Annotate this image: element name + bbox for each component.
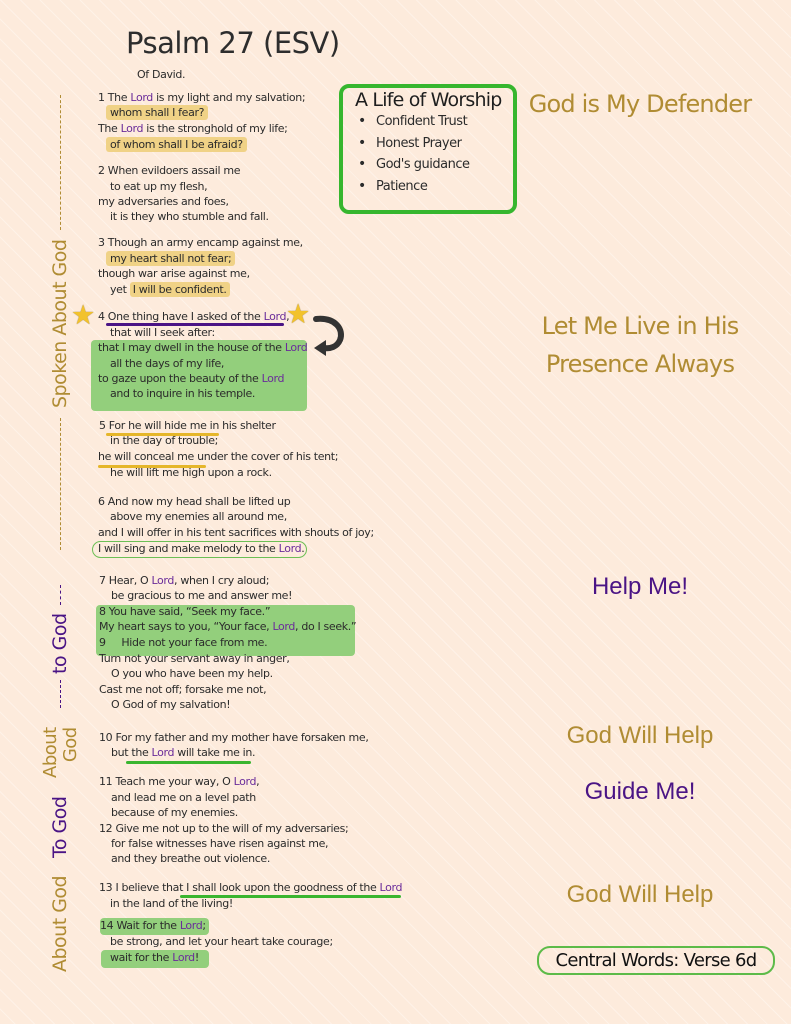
side-label-to-god-dashed: to God — [49, 613, 71, 674]
verse-2-line-b: to eat up my flesh, — [110, 180, 208, 193]
highlight-gold: of whom shall I be afraid? — [106, 137, 247, 152]
side-label-to-god: To God — [49, 796, 71, 858]
side-label-about-god: About God — [49, 875, 71, 972]
verse-12-line-c: and they breathe out violence. — [111, 852, 270, 865]
label-god-will-help-1: God Will Help — [566, 722, 714, 749]
divider-dashed — [60, 585, 61, 605]
central-verse-outline — [92, 541, 307, 558]
verse-5-line-d: he will lift me high upon a rock. — [110, 466, 272, 479]
verse-11-line-a: 11 Teach me your way, O Lord, — [99, 775, 260, 788]
worship-list: Confident Trust Honest Prayer God's guid… — [358, 112, 470, 199]
verse-14-line-c: wait for the Lord! — [110, 951, 199, 964]
divider-dashed — [60, 418, 61, 550]
label-presence-line-1: Let Me Live in His — [541, 312, 740, 340]
underline-gold — [106, 433, 219, 436]
verse-4-line-e: to gaze upon the beauty of the Lord — [98, 372, 285, 385]
star-icon: ★ — [71, 300, 96, 330]
page-title: Psalm 27 (ESV) — [126, 26, 340, 60]
worship-summary-box — [339, 84, 517, 214]
worship-item: Confident Trust — [358, 112, 469, 134]
verse-3-line-d: yet I will be confident. — [110, 282, 230, 297]
verse-9-line-c: O you who have been my help. — [111, 667, 273, 680]
verse-5-line-c: he will conceal me under the cover of hi… — [98, 450, 339, 463]
worship-item: God's guidance — [358, 155, 470, 177]
verse-9-line-b: Turn not your servant away in anger, — [99, 652, 290, 665]
verse-1-line-d: of whom shall I be afraid? — [106, 137, 247, 152]
verse-8-line-b: My heart says to you, “Your face, Lord, … — [99, 620, 357, 633]
highlight-green-block — [100, 918, 209, 935]
divider-dashed — [60, 95, 61, 230]
verse-4-line-c: that I may dwell in the house of the Lor… — [98, 341, 308, 354]
highlight-gold: whom shall I fear? — [106, 105, 209, 120]
verse-3-line-b: my heart shall not fear; — [106, 251, 236, 266]
side-label-spoken-about-god: Spoken About God — [49, 239, 71, 408]
label-guide-me: Guide Me! — [584, 778, 696, 805]
verse-4-line-b: that will I seek after: — [110, 326, 215, 339]
label-help-me: Help Me! — [591, 573, 689, 600]
verse-11-line-b: and lead me on a level path — [111, 791, 256, 804]
verse-1-line-b: whom shall I fear? — [106, 105, 209, 120]
verse-5-line-b: in the day of trouble; — [110, 434, 219, 447]
verse-12-line-b: for false witnesses have risen against m… — [111, 837, 329, 850]
label-god-is-my-defender: God is My Defender — [528, 90, 752, 118]
verse-6-line-a: 6 And now my head shall be lifted up — [98, 495, 291, 508]
verse-13-line-b: in the land of the living! — [110, 897, 233, 910]
central-words-pill: Central Words: Verse 6d — [537, 946, 775, 975]
highlight-gold: I will be confident. — [129, 282, 230, 297]
verse-13-line-a: 13 I believe that I shall look upon the … — [99, 881, 403, 894]
verse-4-line-a: 4 One thing have I asked of the Lord, — [98, 310, 290, 323]
side-label-about-god-two-line: About God — [40, 727, 81, 778]
verse-6-line-d: I will sing and make melody to the Lord. — [98, 542, 305, 555]
worship-box-title: A Life of Worship — [355, 89, 502, 111]
highlight-green-block — [96, 605, 355, 656]
verse-8-line-a: 8 You have said, “Seek my face.” — [99, 605, 271, 618]
label-god-will-help-2: God Will Help — [566, 881, 714, 908]
verse-2-line-c: my adversaries and foes, — [98, 195, 229, 208]
verse-14-line-a: 14 Wait for the Lord; — [100, 919, 206, 932]
verse-1-line-c: The Lord is the stronghold of my life; — [98, 122, 288, 135]
underline-purple — [106, 323, 284, 326]
star-icon: ★ — [286, 299, 311, 329]
verse-10-line-a: 10 For my father and my mother have fors… — [99, 731, 369, 744]
verse-11-line-c: because of my enemies. — [111, 806, 238, 819]
highlight-green-block — [101, 950, 209, 968]
verse-4-line-f: and to inquire in his temple. — [110, 387, 256, 400]
curved-arrow-icon — [313, 315, 344, 356]
verse-3-line-a: 3 Though an army encamp against me, — [98, 236, 303, 249]
highlight-gold: my heart shall not fear; — [106, 251, 236, 266]
worship-item: Honest Prayer — [358, 134, 469, 156]
underline-gold — [98, 465, 206, 468]
verse-7-line-a: 7 Hear, O Lord, when I cry aloud; — [99, 574, 270, 587]
verse-9-line-a: 9 Hide not your face from me. — [99, 636, 268, 649]
verse-4-line-d: all the days of my life, — [110, 357, 225, 370]
verse-5-line-a: 5 For he will hide me in his shelter — [99, 419, 276, 432]
verse-9-line-e: O God of my salvation! — [111, 698, 231, 711]
verse-2-line-a: 2 When evildoers assail me — [98, 164, 241, 177]
page-subtitle: Of David. — [137, 68, 186, 81]
verse-12-line-a: 12 Give me not up to the will of my adve… — [99, 822, 349, 835]
verse-14-line-b: be strong, and let your heart take coura… — [110, 935, 333, 948]
verse-9-line-d: Cast me not off; forsake me not, — [99, 683, 267, 696]
underline-green — [180, 895, 401, 898]
worship-item: Patience — [358, 177, 469, 199]
verse-6-line-c: and I will offer in his tent sacrifices … — [98, 526, 374, 539]
underline-green — [126, 761, 251, 764]
verse-2-line-d: it is they who stumble and fall. — [110, 210, 269, 223]
divider-dashed — [60, 680, 61, 708]
side-label-about: About — [40, 727, 61, 778]
verse-7-line-b: be gracious to me and answer me! — [111, 589, 293, 602]
side-label-god: God — [60, 727, 81, 763]
label-presence-line-2: Presence Always — [545, 350, 735, 378]
verse-10-line-b: but the Lord will take me in. — [111, 746, 256, 759]
verse-6-line-b: above my enemies all around me, — [110, 510, 287, 523]
verse-3-line-c: though war arise against me, — [98, 267, 250, 280]
verse-1-line-a: 1 The Lord is my light and my salvation; — [98, 91, 306, 104]
highlight-green-block — [91, 340, 307, 411]
